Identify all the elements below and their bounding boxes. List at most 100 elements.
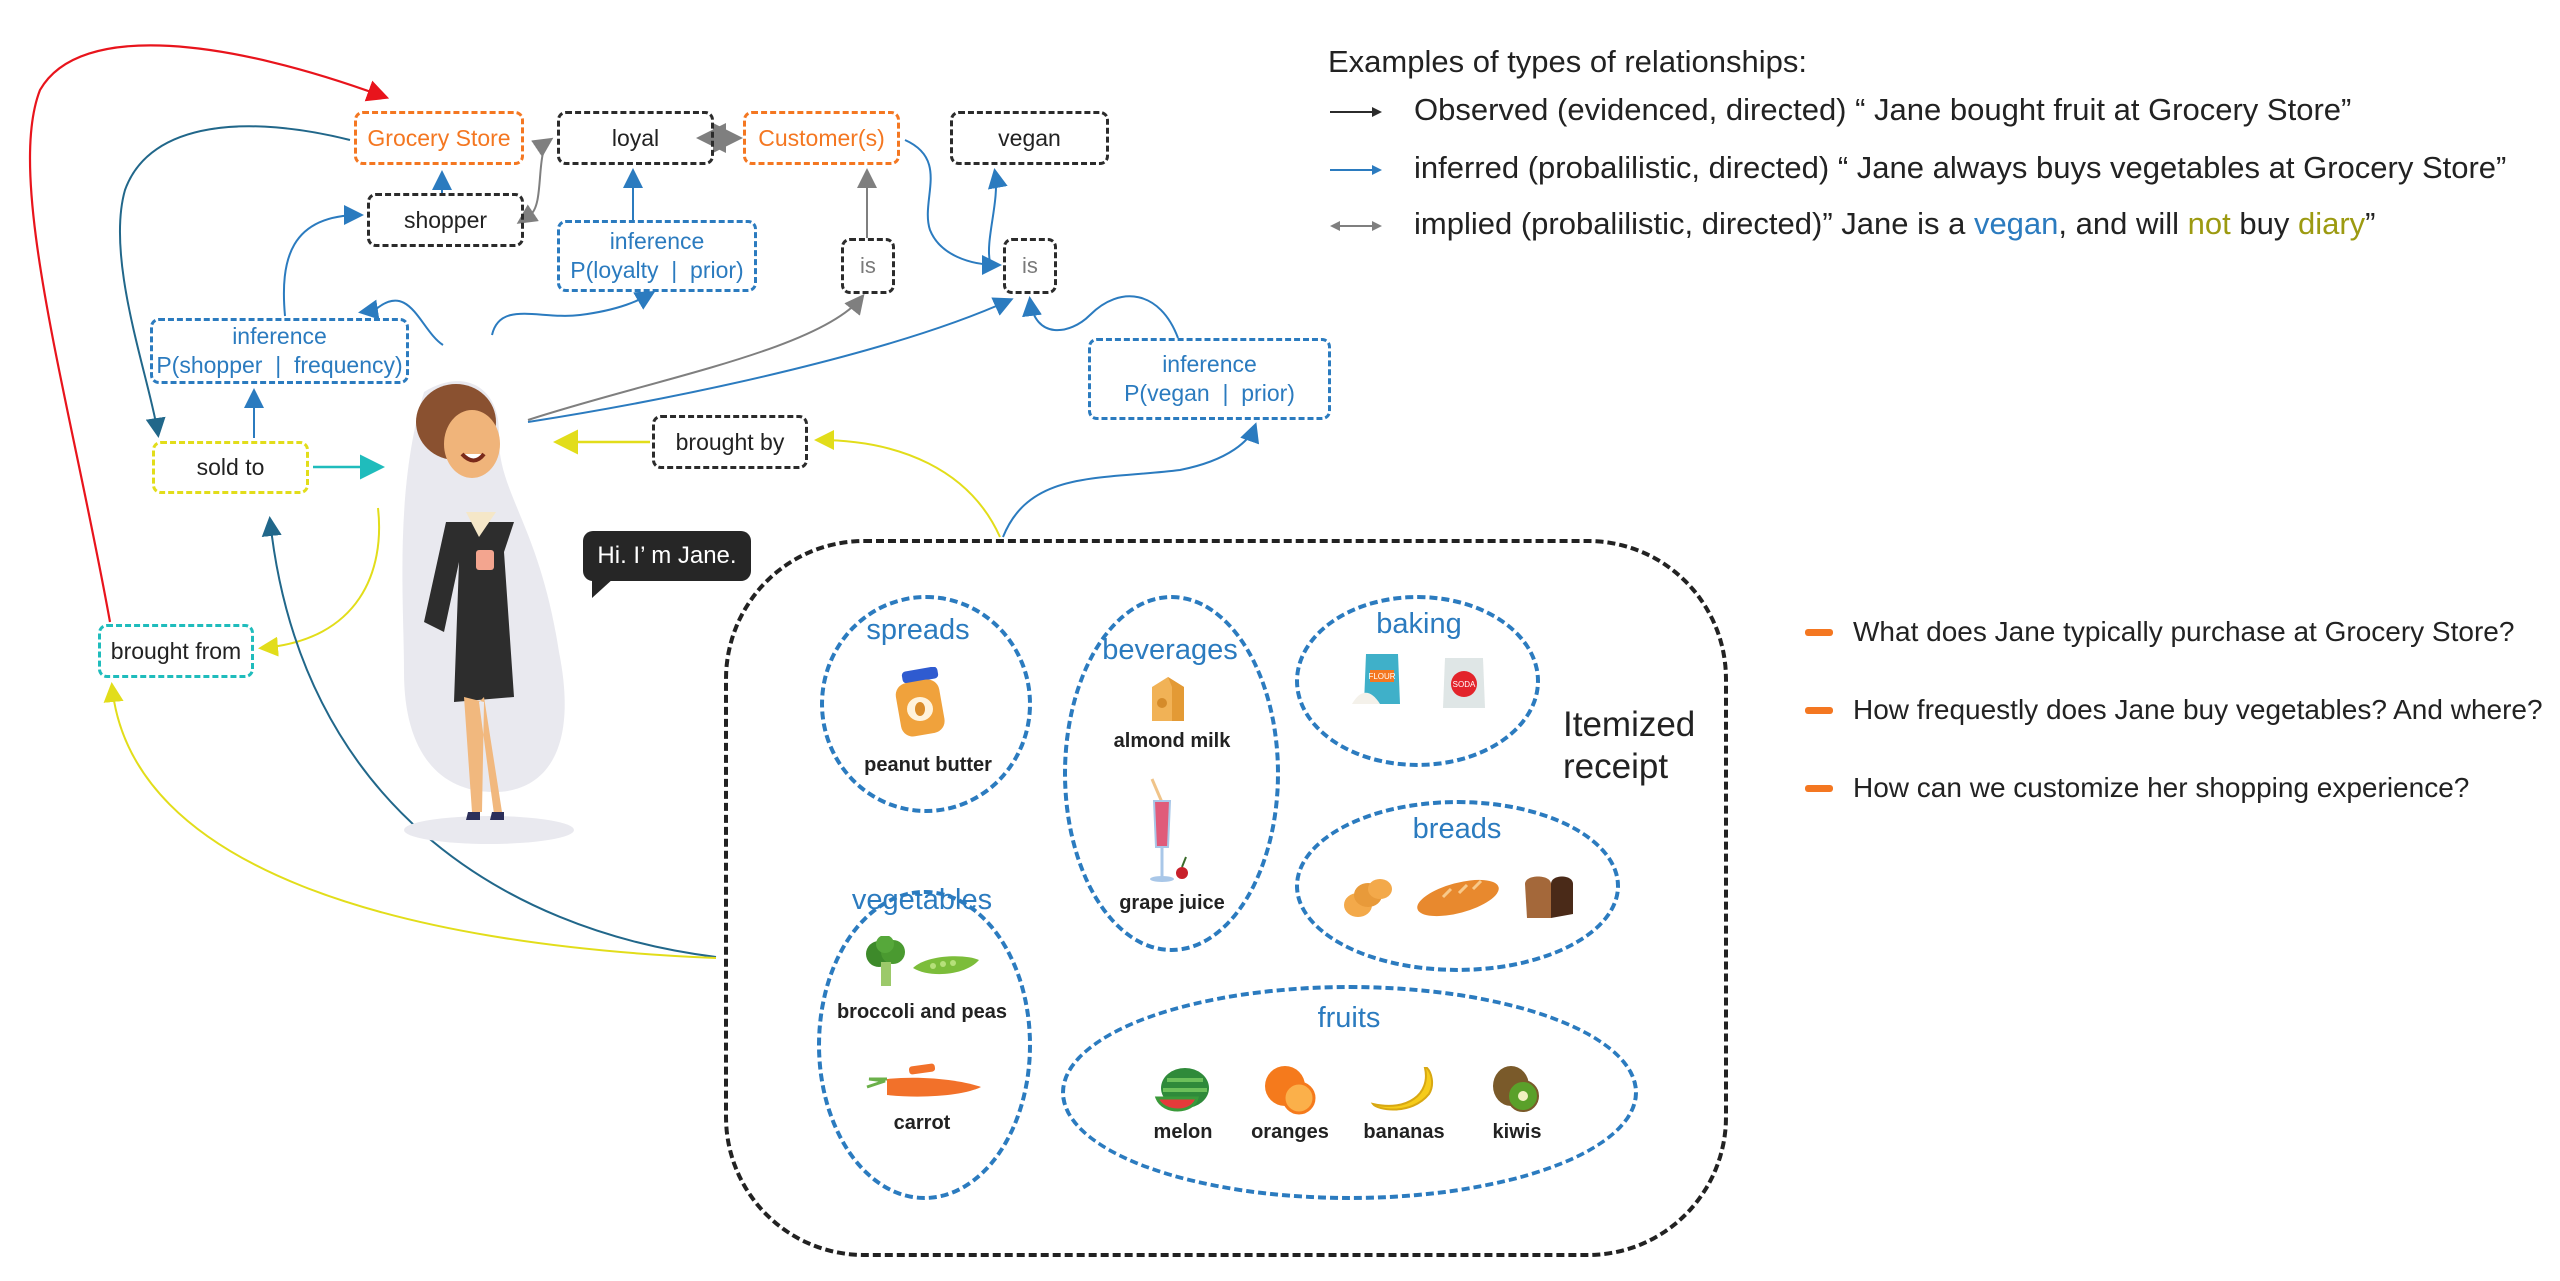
- question-text: What does Jane typically purchase at Gro…: [1853, 616, 2515, 647]
- category-title-spreads: spreads: [866, 614, 970, 646]
- edge-receipt-to-inference-vegan: [1002, 422, 1260, 538]
- legend-title: Examples of types of relationships:: [1328, 44, 1808, 79]
- node-inference-vegan[interactable]: inference P(vegan | prior): [1088, 338, 1331, 420]
- edge-receipt-to-brought-from: [103, 682, 717, 959]
- item-carrot: carrot: [893, 1112, 951, 1134]
- category-baking[interactable]: [1295, 595, 1540, 767]
- receipt-label-line: Itemized: [1563, 705, 1696, 744]
- grape-juice-glass-icon: [1150, 778, 1188, 882]
- flour-bag-icon: FLOUR: [1352, 654, 1400, 704]
- node-vegan[interactable]: vegan: [950, 111, 1109, 165]
- node-label: Grocery Store: [367, 124, 511, 151]
- jane-illustration: [402, 381, 574, 844]
- node-label: is: [860, 253, 876, 279]
- item-broccoli-and-peas: broccoli and peas: [836, 1001, 1008, 1023]
- category-title-fruits: fruits: [1317, 1002, 1381, 1034]
- bananas-icon: [1370, 1067, 1434, 1111]
- node-label: brought from: [110, 637, 242, 664]
- implied-arrow-icon: [1330, 221, 1382, 231]
- soda-badge: SODA: [1453, 680, 1476, 689]
- edge-jane-to-is-customer: [527, 293, 865, 421]
- node-shopper[interactable]: shopper: [367, 193, 524, 247]
- edge-jane-to-inference-loyalty: [491, 290, 656, 336]
- inferred-arrow-icon: [1330, 165, 1382, 175]
- node-sold-to[interactable]: sold to: [152, 441, 309, 494]
- category-title-baking: baking: [1376, 608, 1462, 640]
- itemized-receipt[interactable]: [724, 539, 1728, 1257]
- node-loyal[interactable]: loyal: [557, 111, 714, 165]
- speech-text: Hi. I’ m Jane.: [597, 542, 737, 569]
- brown-loaf-icon: [1525, 876, 1573, 918]
- node-customers[interactable]: Customer(s): [743, 111, 900, 165]
- category-title-beverages: beverages: [1102, 634, 1238, 666]
- edge-jane-to-brought-from: [258, 507, 381, 657]
- edge-inference-shopper-to-shopper: [282, 205, 364, 317]
- category-fruits[interactable]: [1061, 985, 1638, 1200]
- legend-text: implied (probalilistic, directed)” Jane …: [1414, 206, 2376, 242]
- question-item: How frequestly does Jane buy vegetables?…: [1805, 694, 2543, 726]
- legend-row-implied: implied (probalilistic, directed)” Jane …: [1328, 206, 2376, 242]
- node-is-vegan[interactable]: is: [1003, 238, 1057, 294]
- category-title-breads: breads: [1412, 813, 1502, 845]
- legend-text-part: ”: [2365, 206, 2376, 241]
- edge-grocery-store-to-sold-to: [118, 125, 351, 438]
- jane-mug-icon: [476, 550, 494, 570]
- category-spreads[interactable]: [820, 595, 1032, 813]
- category-title-vegetables: vegetables: [851, 884, 993, 916]
- item-grape-juice: grape juice: [1119, 892, 1225, 914]
- legend-text: Observed (evidenced, directed) “ Jane bo…: [1414, 92, 2352, 127]
- edge-is-to-vegan: [987, 168, 1008, 263]
- bullet-dash-icon: [1805, 706, 1833, 714]
- inference-title: inference: [1162, 351, 1257, 378]
- node-label: brought by: [675, 428, 785, 455]
- kiwis-icon: [1493, 1066, 1539, 1112]
- item-kiwis: kiwis: [1492, 1121, 1542, 1143]
- node-inference-shopper[interactable]: inference P(shopper | frequency): [150, 318, 409, 384]
- legend-highlight-vegan: vegan: [1973, 206, 2059, 241]
- almond-milk-carton-icon: [1152, 677, 1184, 721]
- node-is-customer[interactable]: is: [841, 238, 895, 294]
- edge-customers-to-is-vegan: [904, 139, 1002, 275]
- edge-receipt-to-brought-by: [814, 430, 1001, 538]
- receipt-label-line: receipt: [1563, 747, 1669, 786]
- item-melon: melon: [1153, 1121, 1213, 1143]
- legend-text: inferred (probalilistic, directed) “ Jan…: [1414, 150, 2507, 185]
- legend-highlight-not: not: [2187, 206, 2231, 241]
- category-beverages[interactable]: [1063, 595, 1280, 952]
- oranges-icon: [1265, 1066, 1316, 1115]
- node-label: Customer(s): [758, 124, 885, 151]
- node-grocery-store[interactable]: Grocery Store: [354, 111, 524, 165]
- item-almond-milk: almond milk: [1113, 730, 1231, 752]
- node-label: vegan: [998, 124, 1061, 151]
- jane-floor-shadow: [404, 816, 574, 844]
- legend-row-inferred: inferred (probalilistic, directed) “ Jan…: [1328, 150, 2506, 186]
- peanut-butter-jar-icon: [895, 667, 945, 737]
- edge-jane-to-is-vegan: [527, 297, 1014, 423]
- observed-arrow-icon: [1330, 107, 1382, 117]
- edge-brought-from-to-grocery-store: [28, 44, 390, 623]
- edge-jane-to-inference-shopper: [358, 299, 444, 346]
- node-inference-loyalty[interactable]: inference P(loyalty | prior): [557, 220, 757, 292]
- edge-shopper-loyal-implied: [516, 137, 554, 224]
- legend-text-part: implied (probalilistic, directed)” Jane …: [1414, 206, 1974, 241]
- jane-face-icon: [444, 410, 500, 478]
- speech-bubble: Hi. I’ m Jane.: [583, 531, 751, 581]
- speech-bubble-tail: [592, 578, 614, 598]
- node-brought-from[interactable]: brought from: [98, 624, 254, 678]
- node-label: sold to: [196, 454, 265, 481]
- node-brought-by[interactable]: brought by: [652, 415, 808, 469]
- node-label: loyal: [611, 124, 660, 151]
- question-item: How can we customize her shopping experi…: [1805, 772, 2469, 804]
- category-breads[interactable]: [1295, 800, 1620, 972]
- carrot-icon: [866, 1063, 981, 1097]
- bullet-dash-icon: [1805, 628, 1833, 636]
- inference-formula: P(vegan | prior): [1124, 380, 1295, 406]
- inference-title: inference: [609, 228, 705, 255]
- braided-bread-icon: [1344, 879, 1392, 917]
- legend-text-part: , and will: [2058, 206, 2188, 241]
- inference-formula: P(shopper | frequency): [156, 352, 403, 378]
- soda-bag-icon: SODA: [1443, 658, 1485, 708]
- category-vegetables[interactable]: [817, 890, 1032, 1200]
- node-label: is: [1022, 253, 1038, 279]
- question-item: What does Jane typically purchase at Gro…: [1805, 616, 2514, 648]
